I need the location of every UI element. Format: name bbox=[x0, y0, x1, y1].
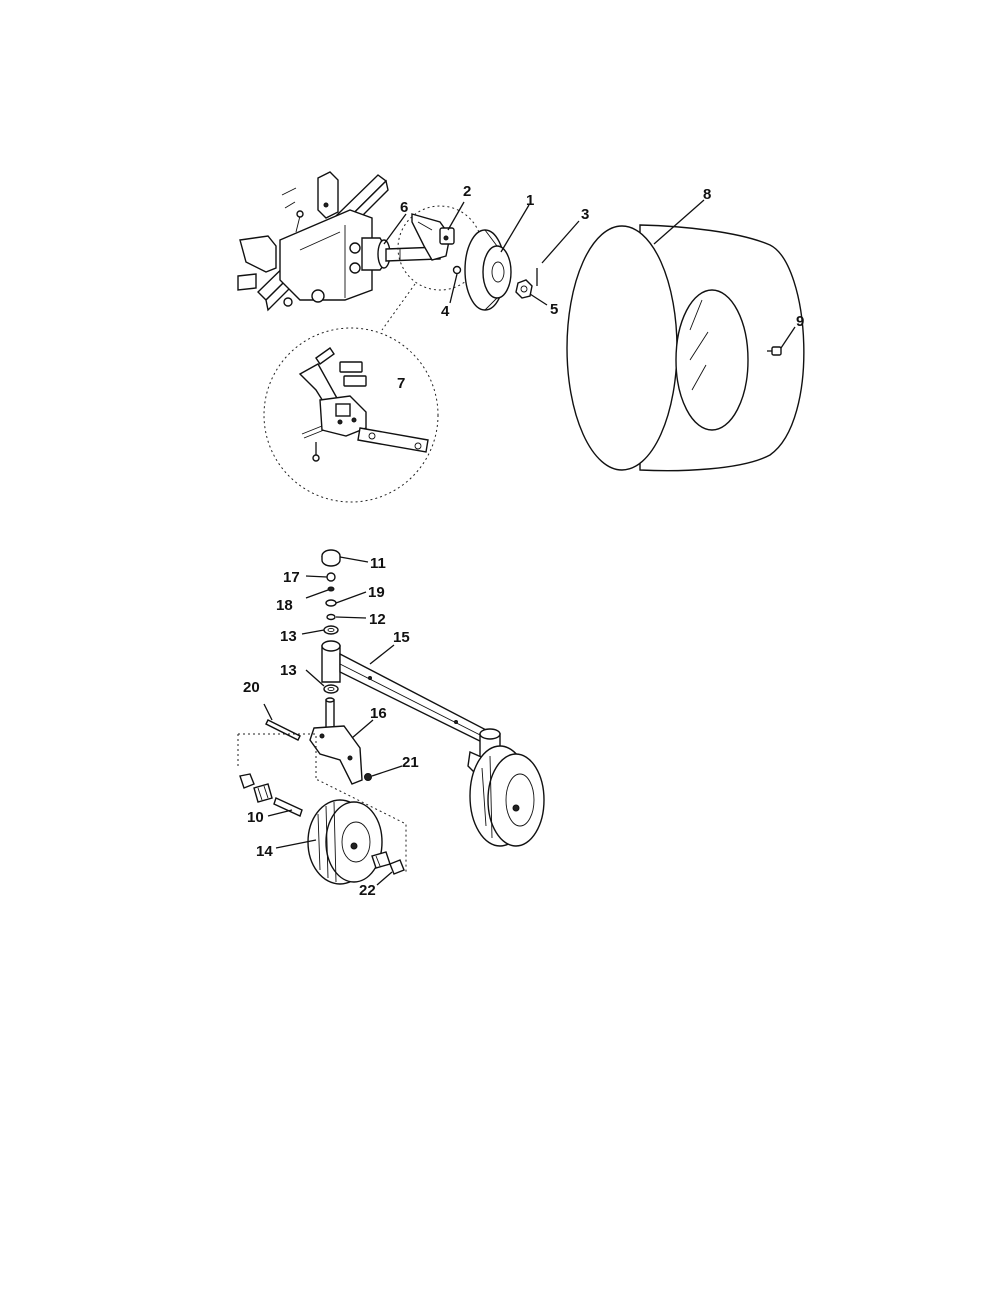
washer-19 bbox=[325, 599, 337, 607]
detail-view-7 bbox=[263, 283, 439, 503]
callout-10: 10 bbox=[247, 809, 264, 826]
nut-17 bbox=[326, 572, 336, 582]
exploded-bounding-box bbox=[237, 733, 407, 872]
bearing-left bbox=[253, 783, 273, 803]
callout-19: 19 bbox=[368, 584, 385, 601]
caster-wheel-14 bbox=[307, 799, 383, 885]
callout-1: 1 bbox=[526, 192, 534, 209]
callout-13-upper: 13 bbox=[280, 628, 297, 645]
callout-15: 15 bbox=[393, 629, 410, 646]
rear-tire bbox=[566, 224, 805, 472]
axle-bolt-20 bbox=[265, 719, 301, 741]
frame-assembly bbox=[237, 171, 391, 312]
leader-lines-lower bbox=[263, 556, 403, 886]
spacer-22 bbox=[389, 859, 405, 875]
callout-18: 18 bbox=[276, 597, 293, 614]
caster-wheel-right bbox=[469, 745, 545, 847]
callout-2: 2 bbox=[463, 183, 471, 200]
callout-7: 7 bbox=[397, 375, 405, 392]
callout-6: 6 bbox=[400, 199, 408, 216]
bolt-21 bbox=[364, 773, 372, 781]
callout-22: 22 bbox=[359, 882, 376, 899]
callout-17: 17 bbox=[283, 569, 300, 586]
callout-labels: 1 2 3 4 5 6 7 8 9 10 11 12 13 13 14 15 1… bbox=[243, 183, 804, 899]
bearing-13-upper bbox=[323, 625, 339, 635]
valve-stem bbox=[767, 346, 782, 356]
wheel-hub bbox=[464, 229, 512, 311]
bearing-13-lower bbox=[323, 684, 339, 694]
callout-20: 20 bbox=[243, 679, 260, 696]
steering-arm bbox=[411, 213, 455, 261]
callout-11: 11 bbox=[370, 555, 386, 572]
hub-nut bbox=[515, 279, 533, 299]
leader-lines-upper bbox=[383, 199, 796, 349]
caster-fork bbox=[309, 697, 363, 785]
washer-18 bbox=[327, 586, 335, 592]
callout-3: 3 bbox=[581, 206, 589, 223]
callout-9: 9 bbox=[796, 313, 804, 330]
callout-8: 8 bbox=[703, 186, 711, 203]
callout-5: 5 bbox=[550, 301, 558, 318]
callout-13-lower: 13 bbox=[280, 662, 297, 679]
washer-12 bbox=[326, 613, 336, 621]
callout-4: 4 bbox=[441, 303, 450, 320]
callout-21: 21 bbox=[402, 754, 419, 771]
spacer-left bbox=[239, 773, 255, 789]
wheel-axle-10 bbox=[273, 797, 303, 817]
washer-4 bbox=[452, 265, 462, 275]
caster-cap bbox=[321, 549, 341, 567]
callout-12: 12 bbox=[369, 611, 386, 628]
callout-16: 16 bbox=[370, 705, 387, 722]
callout-14: 14 bbox=[256, 843, 273, 860]
